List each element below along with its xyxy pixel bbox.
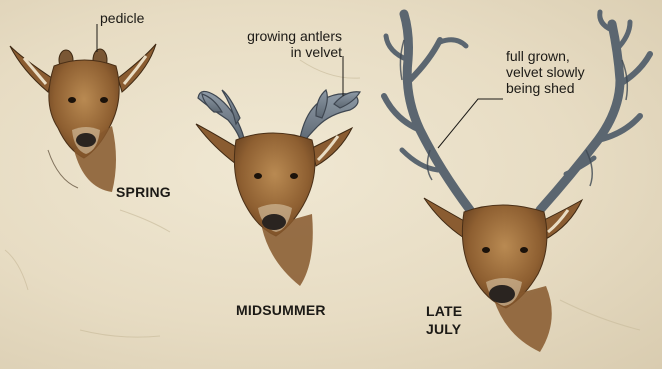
shed-leader (438, 99, 503, 148)
pedicle-label: pedicle (100, 10, 144, 26)
shed-label-line-1: full grown, (506, 48, 585, 64)
spring-deer-head (10, 44, 156, 192)
shed-label-line-2: velvet slowly (506, 64, 585, 80)
shed-label-line-3: being shed (506, 80, 585, 96)
midsummer-deer-head (196, 90, 360, 286)
midsummer-stage-label: MIDSUMMER (236, 302, 326, 318)
full-antlers (384, 12, 650, 210)
shed-label: full grown, velvet slowly being shed (506, 48, 585, 96)
late-july-stage-label: LATE JULY (426, 302, 462, 338)
velvet-label-line-1: growing antlers (222, 28, 342, 44)
spring-stage-label: SPRING (116, 184, 171, 200)
velvet-label-line-2: in velvet (222, 44, 342, 60)
late-july-label-line-2: JULY (426, 320, 462, 338)
late-july-label-line-1: LATE (426, 302, 462, 320)
velvet-label: growing antlers in velvet (222, 28, 342, 60)
